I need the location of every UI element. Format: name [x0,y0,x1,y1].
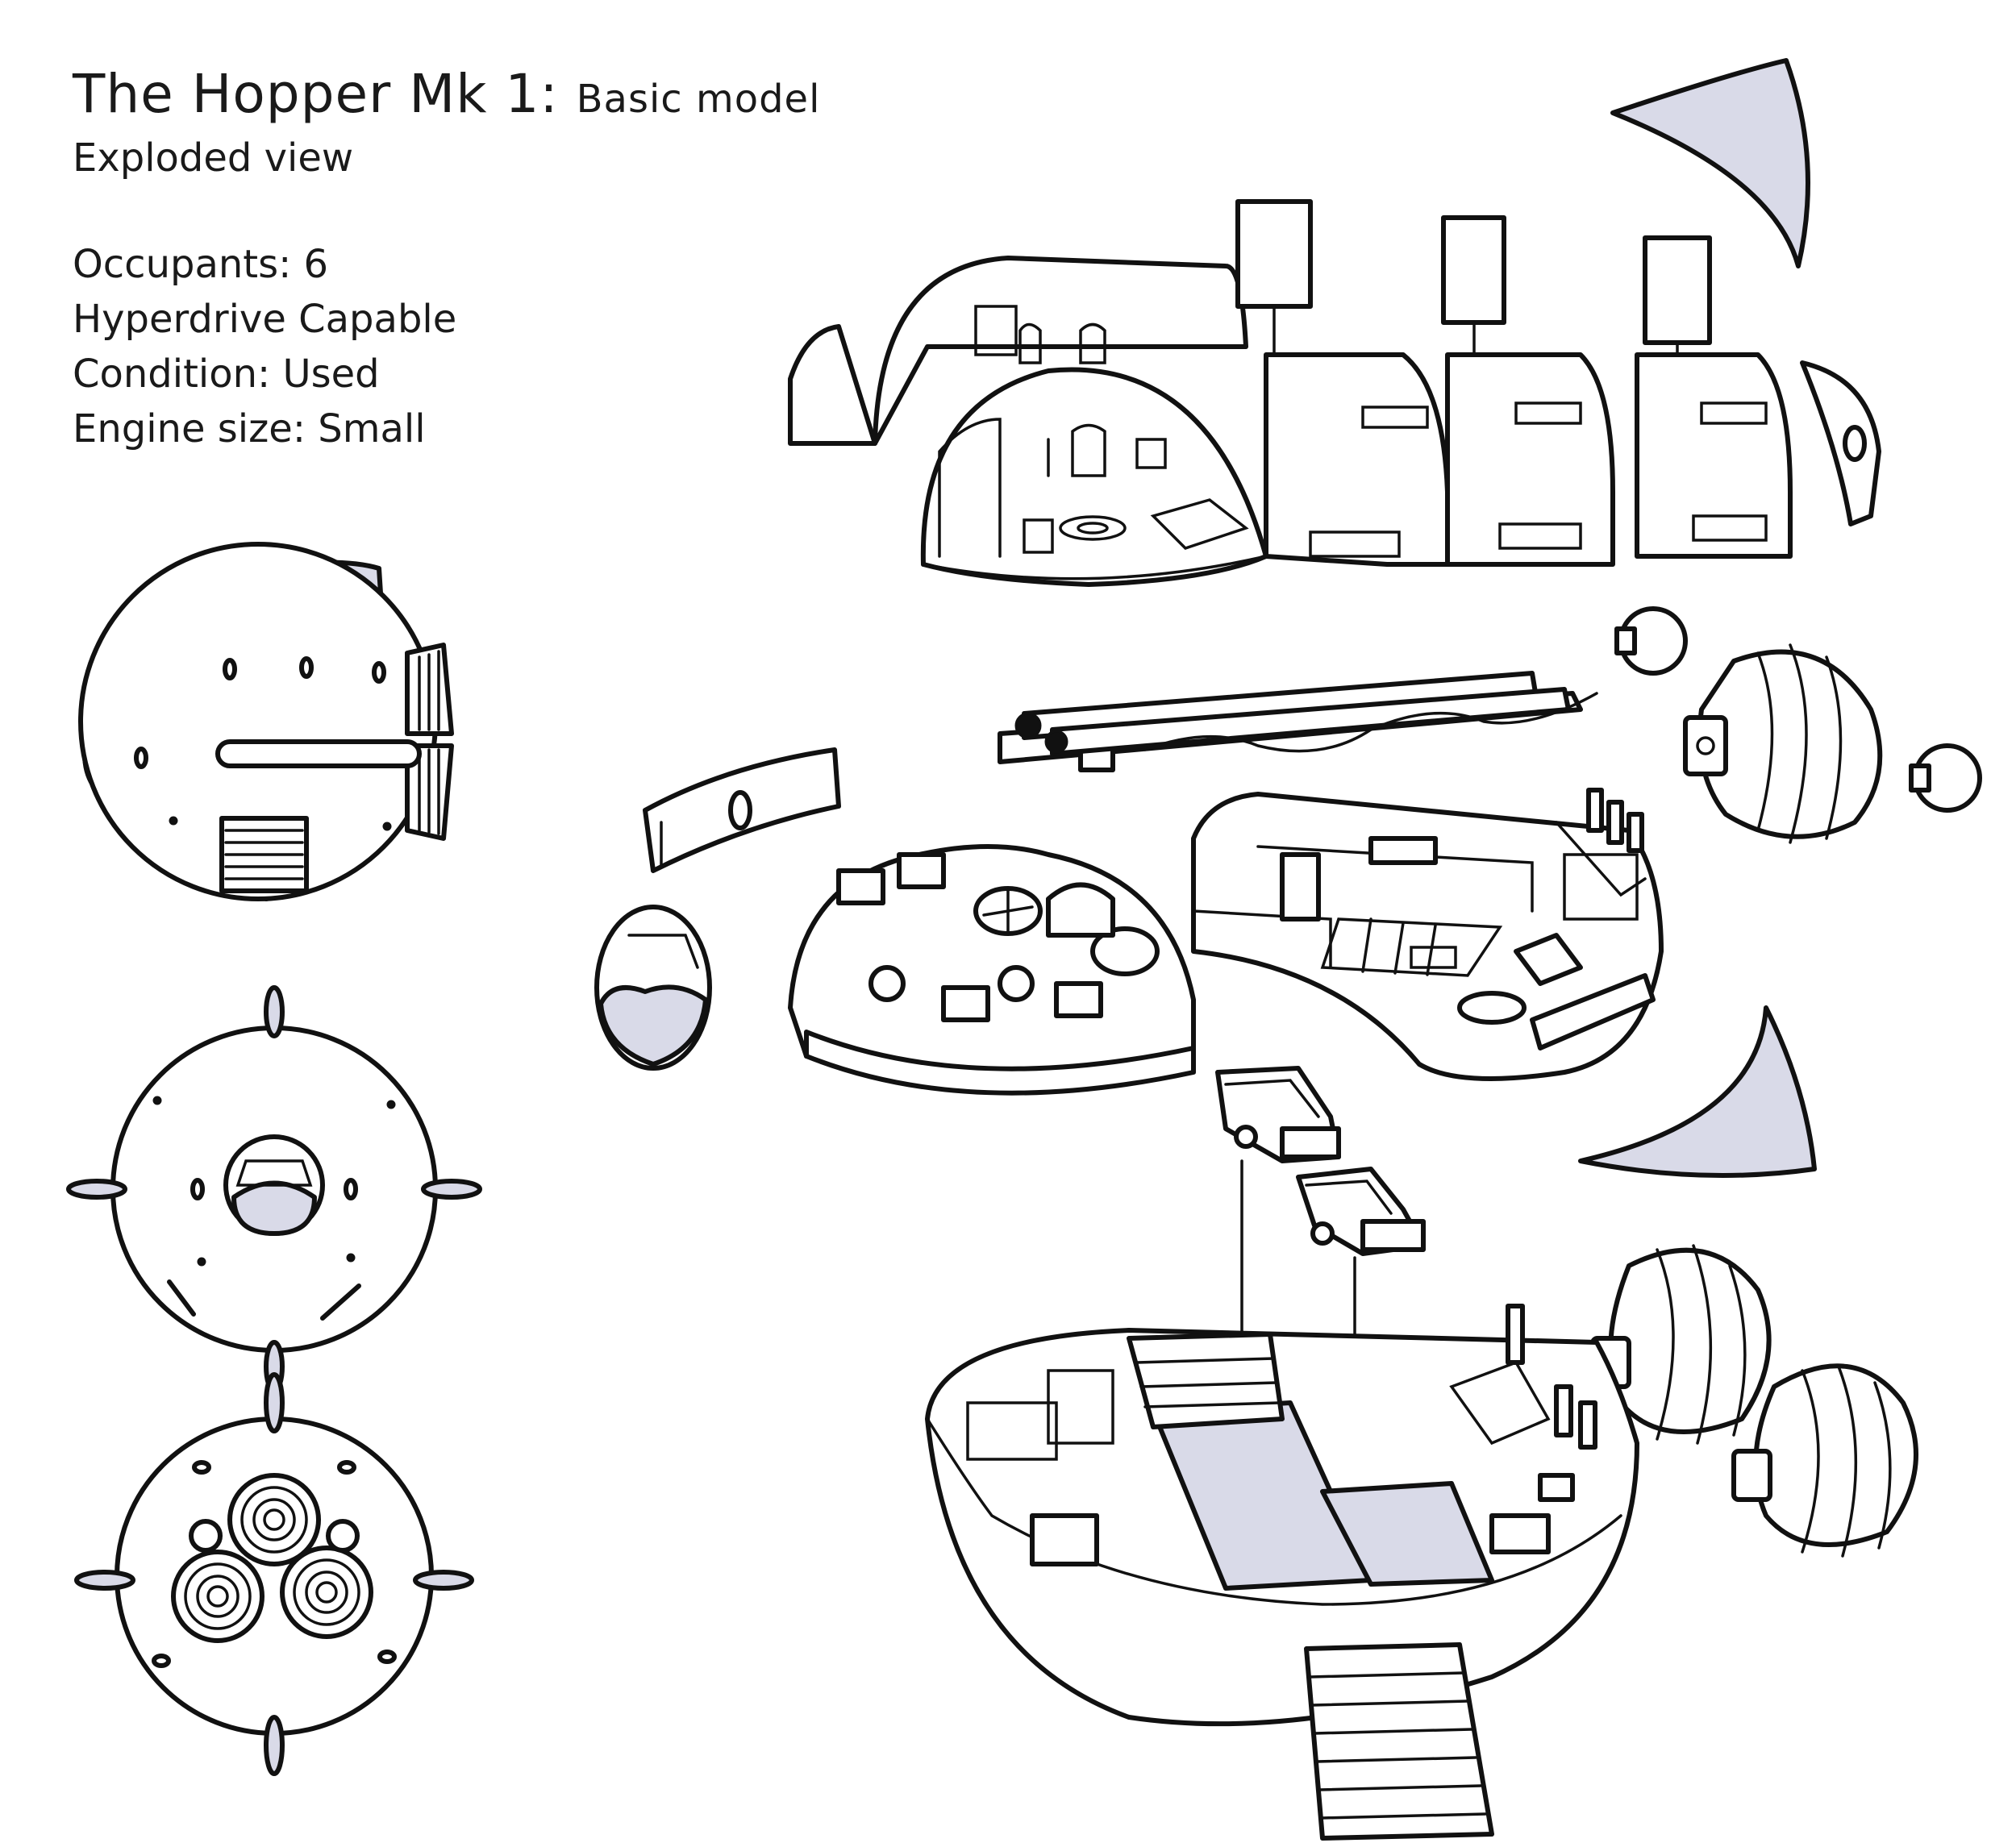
side-view-window-strip [215,739,422,768]
rear-view-thrusters [171,1473,373,1643]
wardrobe-1 [1235,199,1313,309]
wardrobe-2 [1441,215,1506,325]
side-hatch-with-porthole [1800,360,1881,526]
spec-occupants: Occupants: 6 [73,242,329,287]
spec-hyperdrive: Hyperdrive Capable [73,297,457,342]
wardrobe-3 [1643,235,1712,345]
bathroom-end-cap [788,324,877,446]
engine-lower-2 [1731,1363,1918,1558]
bedroom-2 [1445,352,1615,567]
title-model: The Hopper Mk 1: [73,63,559,125]
upper-deck-dome [788,256,1268,587]
vehicles [1215,1066,1426,1453]
engine-upper [1683,643,1883,844]
page-subtitle: Exploded view [73,135,354,181]
title-suffix: Basic model [576,77,821,122]
top-hull-crescent [1610,58,1810,268]
hangar-bowl [925,1304,1639,1841]
living-dome [920,367,1268,587]
pipe-conduit-panel [998,671,1598,772]
front-view [66,985,482,1393]
rear-view-hull [115,1417,434,1736]
spec-engine-size: Engine size: Small [73,406,426,451]
command-deck [788,844,1196,1096]
lower-hull-crescent [1578,1005,1817,1178]
side-view [78,542,454,901]
cockpit-nose-pod [594,905,712,1071]
kitchen-lounge-deck [1191,788,1664,1081]
spec-condition: Condition: Used [73,352,380,397]
bedroom-3 [1635,352,1793,559]
window-hatch [643,747,841,873]
small-engine-pods [1614,606,1982,813]
rear-view [74,1372,474,1776]
bedroom-modules [1235,199,1881,567]
page-title: The Hopper Mk 1: Basic model [73,63,820,125]
